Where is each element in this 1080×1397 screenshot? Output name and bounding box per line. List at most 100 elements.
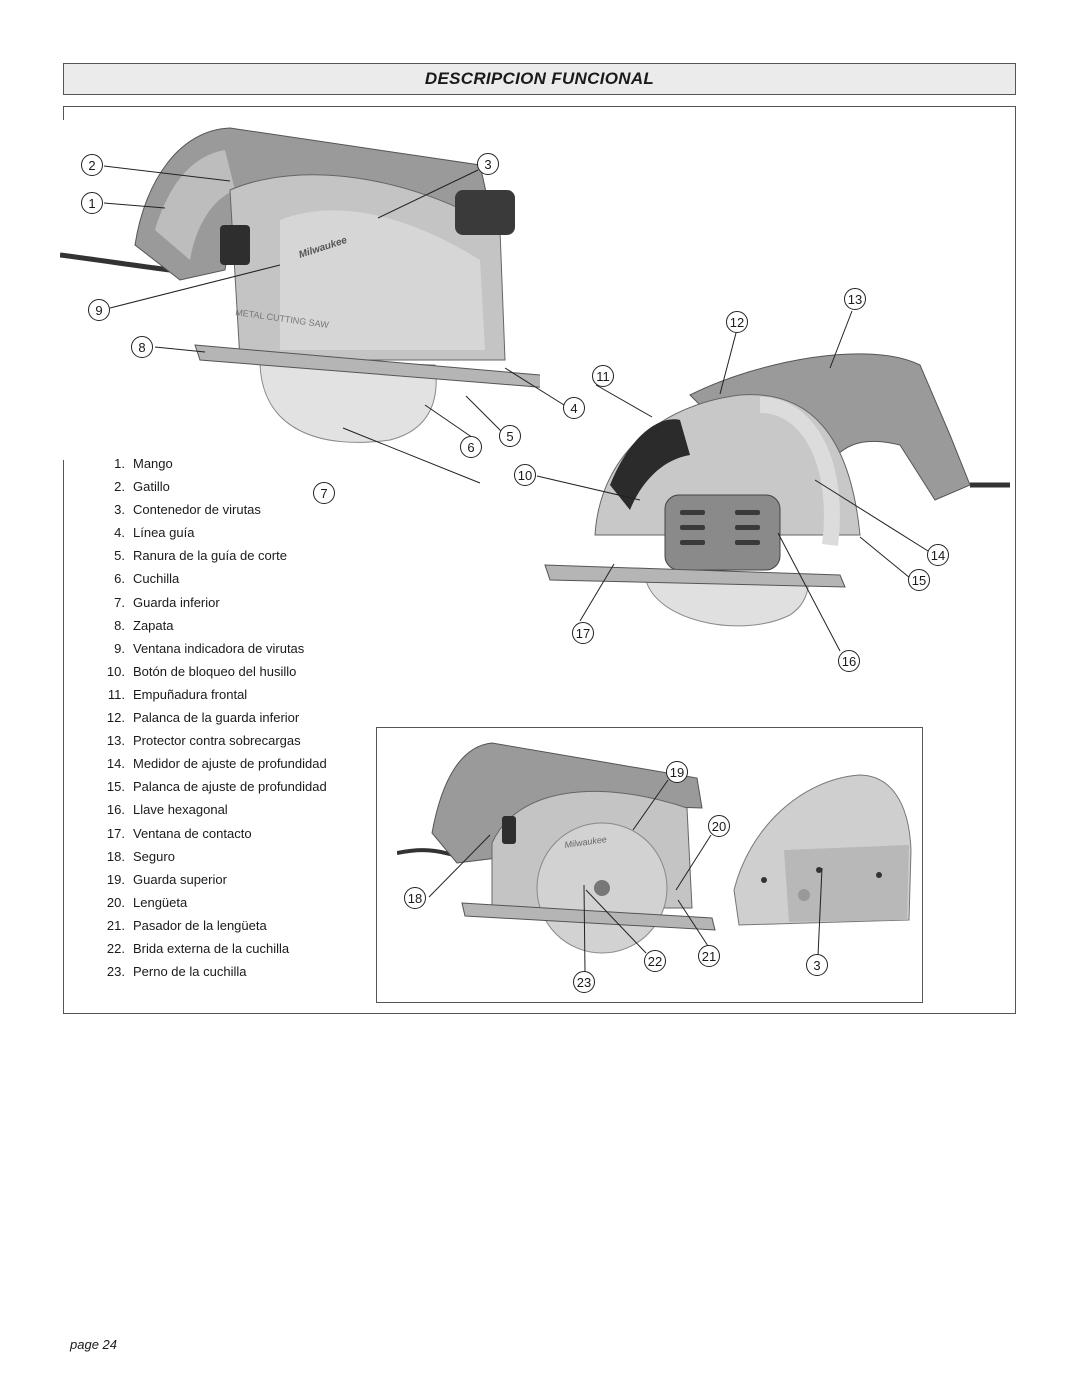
parts-list-number: 8. [114, 617, 125, 633]
parts-list-number: 9. [114, 640, 125, 656]
parts-list-item: 12. Palanca de la guarda inferior [97, 706, 327, 729]
parts-list-item: 9. Ventana indicadora de virutas [97, 637, 327, 660]
parts-list-label: Seguro [133, 848, 175, 864]
parts-list-item: 1. Mango [97, 452, 327, 475]
parts-list-number: 20. [106, 894, 125, 910]
callout-15: 15 [908, 569, 930, 591]
parts-list-label: Ventana indicadora de virutas [133, 640, 305, 656]
callout-11: 11 [592, 365, 614, 387]
parts-list-item: 8. Zapata [97, 614, 327, 637]
upper-guard-photo [729, 770, 919, 935]
callout-20: 20 [708, 815, 730, 837]
parts-list-label: Ventana de contacto [133, 825, 252, 841]
parts-list-item: 20. Lengüeta [97, 891, 327, 914]
callout-4: 4 [563, 397, 585, 419]
parts-list-number: 3. [114, 502, 125, 518]
parts-list-label: Lengüeta [133, 894, 188, 910]
page-number: page 24 [70, 1337, 117, 1352]
parts-list-label: Llave hexagonal [133, 802, 228, 818]
section-title-bar: DESCRIPCION FUNCIONAL [63, 63, 1016, 95]
callout-14: 14 [927, 544, 949, 566]
callout-16: 16 [838, 650, 860, 672]
parts-list-label: Palanca de ajuste de profundidad [133, 779, 327, 795]
parts-list-item: 22. Brida externa de la cuchilla [97, 937, 327, 960]
callout-9: 9 [88, 299, 110, 321]
parts-list-number: 2. [114, 479, 125, 495]
parts-list-label: Guarda superior [133, 871, 227, 887]
saw-left-view-photo: Milwaukee METAL CUTTING SAW [60, 120, 560, 460]
parts-list-number: 7. [114, 594, 125, 610]
parts-list-item: 11. Empuñadura frontal [97, 683, 327, 706]
parts-list-label: Ranura de la guía de corte [133, 548, 287, 564]
parts-list-number: 10. [106, 663, 125, 679]
parts-list-item: 6. Cuchilla [97, 567, 327, 590]
parts-list-item: 7. Guarda inferior [97, 591, 327, 614]
callout-22: 22 [644, 950, 666, 972]
callout-3: 3 [477, 153, 499, 175]
section-title: DESCRIPCION FUNCIONAL [424, 69, 655, 88]
leader-lines-top [103, 165, 929, 652]
parts-list-item: 14. Medidor de ajuste de profundidad [97, 752, 327, 775]
parts-list-label: Botón de bloqueo del husillo [133, 663, 297, 679]
parts-list-item: 10. Botón de bloqueo del husillo [97, 660, 327, 683]
parts-list-label: Brida externa de la cuchilla [133, 940, 290, 956]
parts-list-label: Protector contra sobrecargas [133, 733, 301, 749]
parts-list-number: 19. [106, 871, 125, 887]
callout-10: 10 [514, 464, 536, 486]
parts-list-number: 6. [114, 571, 125, 587]
parts-list-number: 4. [114, 525, 125, 541]
parts-list-number: 17. [106, 825, 125, 841]
leader-lines-inset [428, 779, 823, 973]
parts-list-number: 1. [114, 456, 125, 471]
parts-list-label: Mango [133, 456, 173, 471]
parts-list-label: Zapata [133, 617, 174, 633]
inset-figure-frame: Milwaukee [376, 727, 923, 1003]
parts-list-item: 16. Llave hexagonal [97, 798, 327, 821]
parts-list-label: Perno de la cuchilla [133, 964, 247, 980]
parts-list: 1. Mango 2. Gatillo 3. Contenedor de virutas 4… [97, 452, 327, 983]
callout-19: 19 [666, 761, 688, 783]
callout-2: 2 [81, 154, 103, 176]
parts-list-number: 15. [106, 779, 125, 795]
parts-list-label: Empuñadura frontal [133, 686, 248, 702]
parts-list-label: Palanca de la guarda inferior [133, 710, 300, 726]
parts-list-item: 4. Línea guía [97, 521, 327, 544]
parts-list-item: 3. Contenedor de virutas [97, 498, 327, 521]
parts-list-label: Cuchilla [133, 571, 180, 587]
parts-list-item: 19. Guarda superior [97, 868, 327, 891]
parts-list-label: Pasador de la lengüeta [133, 917, 267, 933]
parts-list-number: 18. [106, 848, 125, 864]
parts-list-number: 23. [106, 964, 125, 980]
callout-12: 12 [726, 311, 748, 333]
parts-list-label: Línea guía [133, 525, 195, 541]
parts-list-number: 13. [106, 733, 125, 749]
saw-right-view-photo [540, 335, 1010, 640]
parts-list-label: Gatillo [133, 479, 170, 495]
parts-list-item: 13. Protector contra sobrecargas [97, 729, 327, 752]
parts-list-item: 15. Palanca de ajuste de profundidad [97, 775, 327, 798]
parts-list-item: 2. Gatillo [97, 475, 327, 498]
parts-list-number: 22. [106, 940, 125, 956]
parts-list-item: 5. Ranura de la guía de corte [97, 544, 327, 567]
callout-1: 1 [81, 192, 103, 214]
parts-list-number: 11. [107, 686, 125, 702]
callout-17: 17 [572, 622, 594, 644]
parts-list-item: 21. Pasador de la lengüeta [97, 914, 327, 937]
parts-list-item: 18. Seguro [97, 845, 327, 868]
parts-list-number: 21. [106, 917, 125, 933]
callout-6: 6 [460, 436, 482, 458]
parts-list-label: Contenedor de virutas [133, 502, 261, 518]
callout-5: 5 [499, 425, 521, 447]
parts-list-number: 14. [106, 756, 125, 772]
callout-7: 7 [313, 482, 335, 504]
parts-list-number: 16. [106, 802, 125, 818]
callout-3-inset: 3 [806, 954, 828, 976]
parts-list-label: Guarda inferior [133, 594, 220, 610]
parts-list-number: 5. [114, 548, 125, 564]
parts-list-number: 12. [106, 710, 125, 726]
parts-list-label: Medidor de ajuste de profundidad [133, 756, 327, 772]
callout-23: 23 [573, 971, 595, 993]
callout-21: 21 [698, 945, 720, 967]
parts-list-item: 23. Perno de la cuchilla [97, 960, 327, 983]
callout-8: 8 [131, 336, 153, 358]
